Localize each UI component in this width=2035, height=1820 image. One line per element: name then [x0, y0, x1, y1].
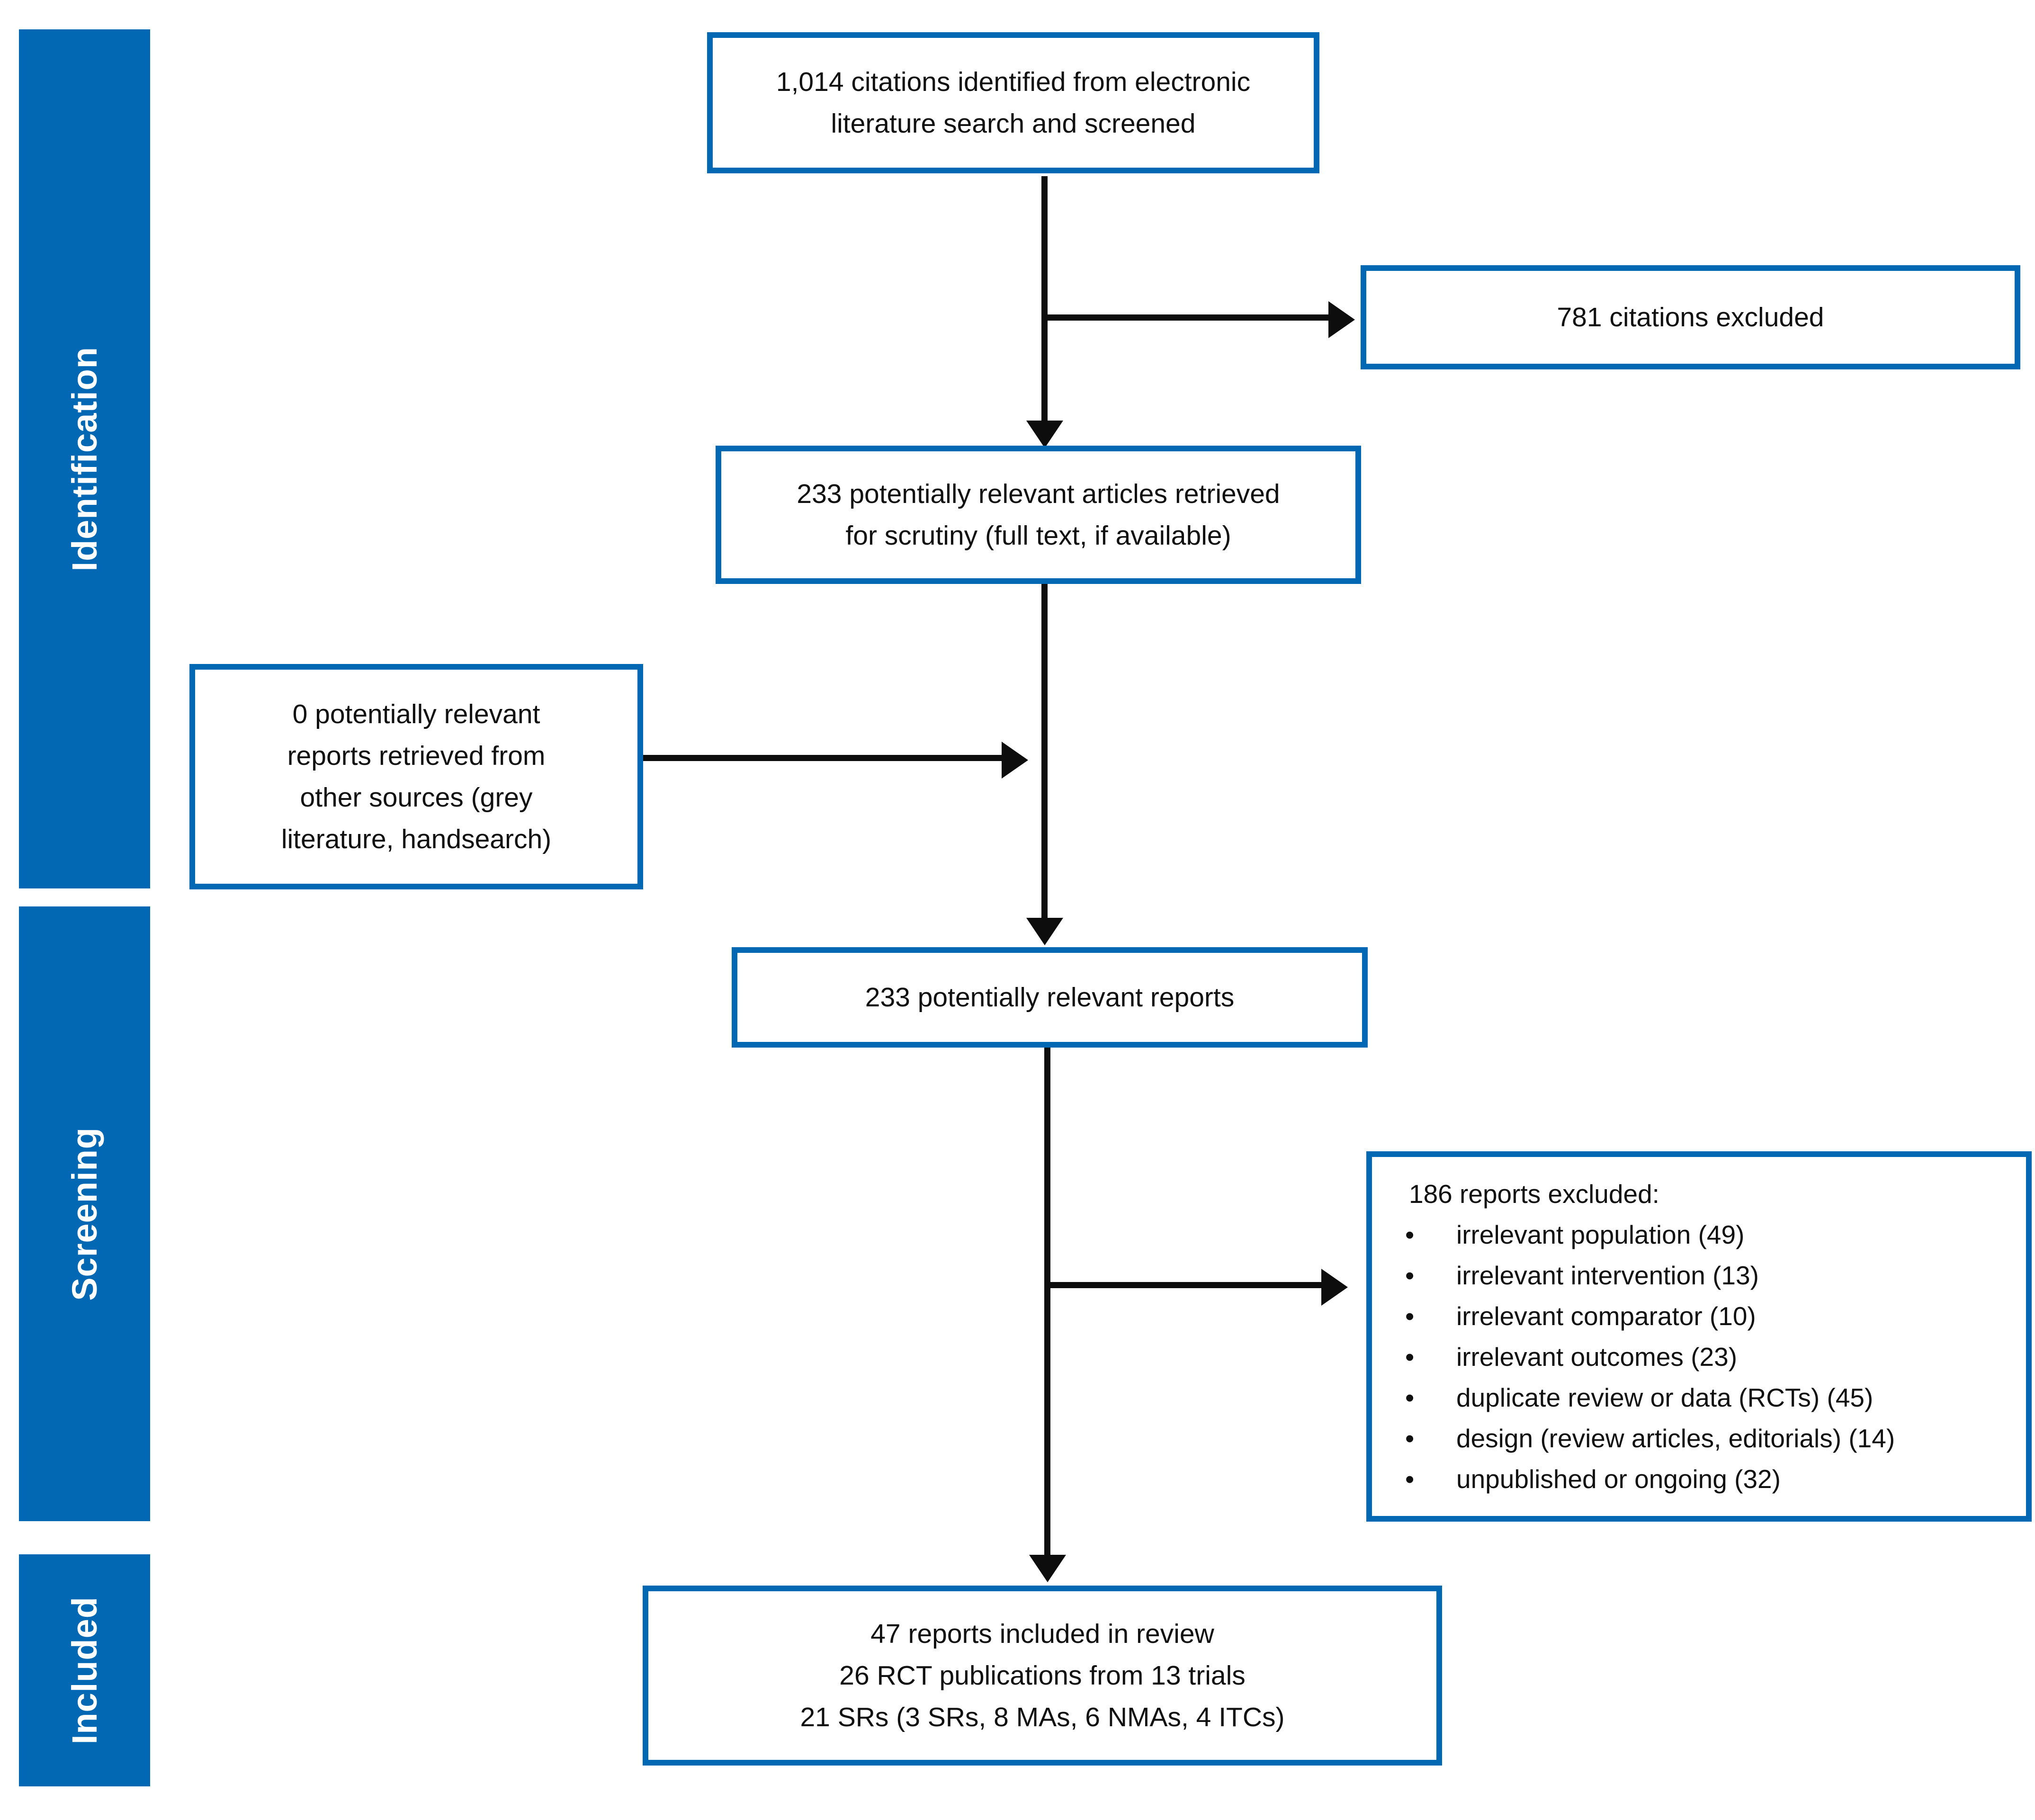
- box-citations-identified-line: 1,014 citations identified from electron…: [776, 67, 1251, 97]
- arrow-identified-to-retrieved-line: [1041, 176, 1048, 421]
- stage-label-identification: Identification: [65, 346, 104, 572]
- box-included-reports: 47 reports included in review 26 RCT pub…: [643, 1586, 1442, 1766]
- box-relevant-reports-line: 233 potentially relevant reports: [865, 982, 1235, 1013]
- box-other-sources: 0 potentially relevant reports retrieved…: [189, 664, 643, 889]
- arrowhead-right-to-reports-excluded-icon: [1321, 1269, 1348, 1306]
- reports-excluded-item: irrelevant population (49): [1391, 1214, 2017, 1255]
- arrow-to-reports-excluded-line: [1047, 1282, 1321, 1288]
- arrowhead-down-to-relevant-reports-icon: [1026, 918, 1063, 945]
- stage-band-identification: Identification: [19, 29, 150, 888]
- reports-excluded-list: irrelevant population (49) irrelevant in…: [1391, 1214, 2017, 1499]
- box-relevant-reports: 233 potentially relevant reports: [732, 947, 1368, 1048]
- box-included-reports-line: 47 reports included in review: [870, 1619, 1214, 1649]
- box-citations-excluded: 781 citations excluded: [1361, 265, 2020, 369]
- box-other-sources-line: literature, handsearch): [281, 824, 552, 854]
- box-articles-retrieved-line: for scrutiny (full text, if available): [845, 520, 1231, 551]
- stage-label-included: Included: [65, 1596, 104, 1745]
- box-citations-excluded-line: 781 citations excluded: [1557, 302, 1824, 332]
- reports-excluded-item: irrelevant comparator (10): [1391, 1296, 2017, 1336]
- box-other-sources-line: reports retrieved from: [287, 741, 546, 771]
- arrowhead-down-to-included-icon: [1029, 1555, 1066, 1582]
- arrow-other-sources-line: [643, 755, 1002, 761]
- arrow-relevant-to-included-line: [1044, 1048, 1050, 1556]
- reports-excluded-item: irrelevant intervention (13): [1391, 1255, 2017, 1296]
- box-included-reports-line: 21 SRs (3 SRs, 8 MAs, 6 NMAs, 4 ITCs): [800, 1702, 1285, 1732]
- arrowhead-down-to-retrieved-icon: [1026, 421, 1063, 448]
- reports-excluded-item: irrelevant outcomes (23): [1391, 1336, 2017, 1377]
- box-citations-identified: 1,014 citations identified from electron…: [707, 32, 1319, 173]
- reports-excluded-heading: 186 reports excluded:: [1409, 1179, 1659, 1209]
- box-reports-excluded: 186 reports excluded: irrelevant populat…: [1366, 1151, 2032, 1522]
- reports-excluded-item: unpublished or ongoing (32): [1391, 1459, 2017, 1499]
- box-other-sources-line: 0 potentially relevant: [292, 699, 540, 729]
- box-citations-identified-line: literature search and screened: [831, 108, 1196, 139]
- reports-excluded-item: duplicate review or data (RCTs) (45): [1391, 1377, 2017, 1418]
- arrowhead-right-other-sources-icon: [1002, 742, 1028, 779]
- box-articles-retrieved: 233 potentially relevant articles retrie…: [716, 446, 1361, 584]
- box-articles-retrieved-line: 233 potentially relevant articles retrie…: [797, 479, 1280, 509]
- box-included-reports-line: 26 RCT publications from 13 trials: [839, 1660, 1246, 1691]
- stage-label-screening: Screening: [65, 1127, 104, 1301]
- arrowhead-right-to-citations-excluded-icon: [1328, 301, 1355, 338]
- stage-band-screening: Screening: [19, 906, 150, 1521]
- arrow-retrieved-to-relevant-reports-line: [1041, 584, 1048, 919]
- reports-excluded-item: design (review articles, editorials) (14…: [1391, 1418, 2017, 1459]
- box-other-sources-line: other sources (grey: [300, 782, 533, 813]
- stage-band-included: Included: [19, 1554, 150, 1786]
- arrow-to-citations-excluded-line: [1044, 314, 1328, 321]
